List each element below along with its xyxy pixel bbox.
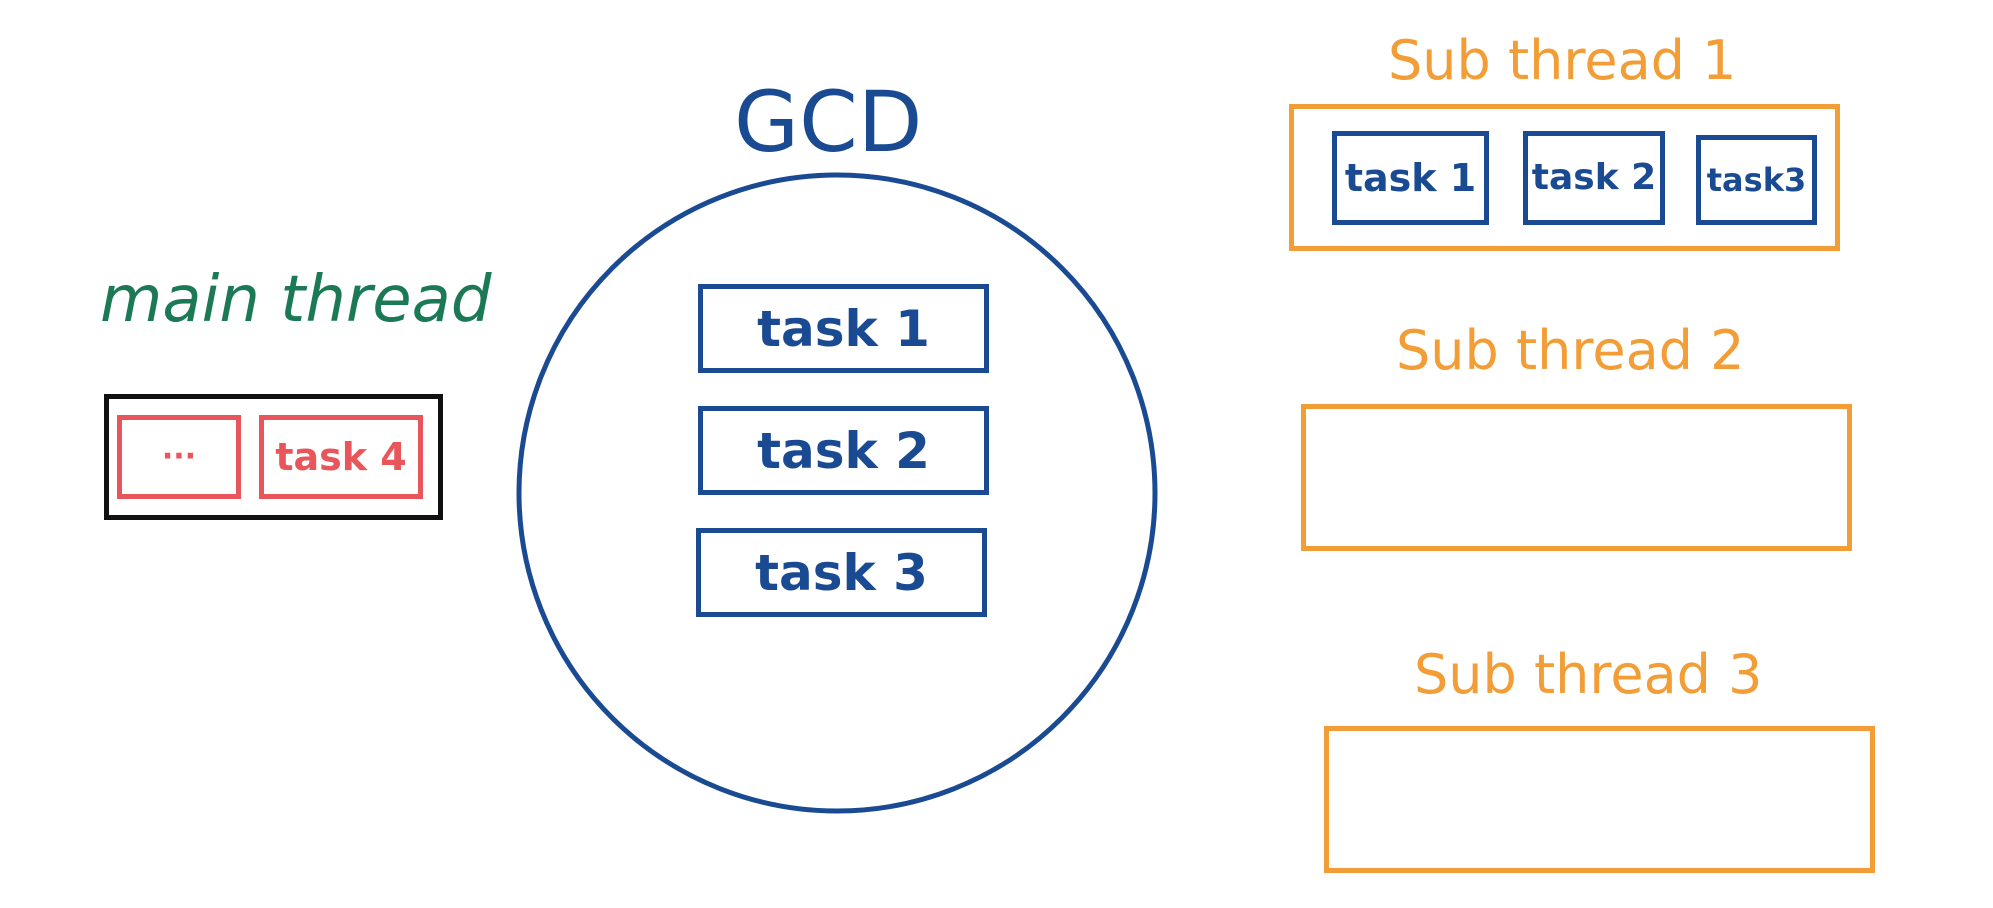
sub-thread-2-title: Sub thread 2 <box>1396 319 1745 382</box>
sub-thread-1-task-2-label: task 2 <box>1531 157 1657 198</box>
main-thread-item-ellipsis: ··· <box>117 415 241 499</box>
main-thread-box: ··· task 4 <box>104 394 443 520</box>
sub-thread-1-task-2: task 2 <box>1523 131 1665 225</box>
sub-thread-1-box: task 1 task 2 task3 <box>1289 104 1840 251</box>
sub-thread-1-task-3-label: task3 <box>1706 161 1807 199</box>
gcd-task-1: task 1 <box>698 284 989 373</box>
sub-thread-3-box <box>1324 726 1875 873</box>
gcd-title: GCD <box>734 73 923 171</box>
sub-thread-1-task-3: task3 <box>1696 135 1817 225</box>
gcd-task-2: task 2 <box>698 406 989 495</box>
main-thread-title: main thread <box>100 263 492 337</box>
sub-thread-1-task-1-label: task 1 <box>1344 156 1477 200</box>
sub-thread-1-title: Sub thread 1 <box>1388 29 1737 92</box>
sub-thread-3-title: Sub thread 3 <box>1414 643 1763 706</box>
gcd-task-2-label: task 2 <box>757 421 930 480</box>
ellipsis-label: ··· <box>161 439 197 474</box>
gcd-task-3: task 3 <box>696 528 987 617</box>
gcd-task-1-label: task 1 <box>757 299 930 358</box>
task-4-label: task 4 <box>275 435 407 479</box>
gcd-task-3-label: task 3 <box>755 543 928 602</box>
sub-thread-2-box <box>1301 404 1852 551</box>
gcd-circle <box>516 172 1158 814</box>
sub-thread-1-task-1: task 1 <box>1332 131 1489 225</box>
main-thread-item-task-4: task 4 <box>259 415 423 499</box>
